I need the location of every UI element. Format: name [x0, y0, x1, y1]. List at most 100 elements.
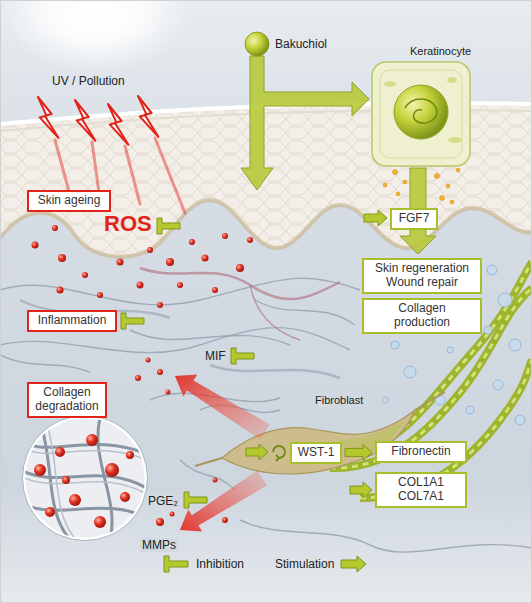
- uv-bolt: [38, 97, 58, 138]
- water-bubbles: [391, 341, 399, 349]
- benefit-box: WST-1: [290, 442, 342, 464]
- box-text: Collagen production: [382, 302, 462, 330]
- inhibition-symbol: [121, 218, 254, 508]
- effect-box: Collagen degradation: [27, 382, 107, 418]
- dermal-fibers: [130, 330, 290, 345]
- ros-particle: [236, 264, 244, 272]
- fgf7-secretion: [456, 168, 460, 172]
- box-text: Skin ageing: [34, 194, 104, 208]
- mif-arrow: [135, 358, 270, 440]
- keratinocyte-cell: [448, 137, 462, 143]
- keratinocyte-cell: [384, 81, 396, 87]
- water-bubbles: [498, 293, 512, 307]
- uv-bolt: [138, 96, 158, 137]
- fgf7-secretion: [396, 192, 400, 196]
- benefit-box: FGF7: [390, 208, 438, 230]
- keratinocyte-cell: [447, 77, 457, 83]
- water-bubbles: [509, 339, 521, 351]
- uv-bolt: [108, 104, 128, 145]
- fgf7-secretion: [450, 200, 454, 204]
- ros-particle: [117, 259, 124, 266]
- keratinocyte-cell: [394, 85, 448, 139]
- box-text: Collagen degradation: [34, 386, 100, 414]
- benefit-box: COL1A1 COL7A1: [375, 472, 467, 508]
- pollution-label: UV / Pollution: [52, 74, 125, 88]
- magnifier-lens: [62, 476, 70, 484]
- pge2-arrow: [180, 470, 267, 531]
- legend-text: Stimulation: [275, 557, 334, 571]
- ros-particle: [166, 258, 174, 266]
- mif-arrow: [166, 390, 171, 395]
- mif-arrow: [157, 369, 163, 375]
- dermal-fibers: [0, 278, 360, 305]
- magnifier-lens: [86, 434, 98, 446]
- stimulation-symbol: [246, 444, 268, 460]
- stimulation-symbol: [364, 210, 387, 226]
- mif-arrow: [135, 375, 141, 381]
- legend-item: Inhibition: [162, 555, 244, 573]
- magnifier-lens: [45, 507, 55, 517]
- uv-ray: [155, 138, 185, 213]
- magnifier-lens: [20, 418, 150, 540]
- blood-vessel: [140, 268, 340, 299]
- pge2-arrow: [222, 517, 228, 523]
- pge2-arrow: [170, 512, 175, 517]
- legend-symbol: [340, 555, 368, 573]
- keratinocyte-cell: [372, 62, 470, 166]
- ros-particle: [147, 247, 153, 253]
- magnifier-lens: [126, 451, 134, 459]
- blood-vessel: [250, 285, 300, 340]
- recycle-icon: [276, 455, 279, 461]
- inhibition-symbol: [164, 556, 188, 572]
- stimulation-symbol: [246, 210, 387, 498]
- ros-particle: [97, 292, 103, 298]
- fgf7-secretion: [440, 196, 445, 201]
- legend-text: Inhibition: [196, 557, 244, 571]
- ros-particle: [58, 254, 66, 262]
- water-bubbles: [382, 397, 388, 403]
- legend-item: Stimulation: [275, 555, 368, 573]
- dermal-fibers: [0, 355, 90, 372]
- blood-vessel: [140, 268, 340, 340]
- bakuchiol-molecule: [245, 32, 269, 56]
- water-bubbles: [487, 265, 497, 275]
- water-bubbles: [447, 347, 453, 353]
- ros-particle: [177, 282, 183, 288]
- fgf7-secretion: [393, 170, 398, 175]
- mif-arrow: [135, 358, 171, 395]
- box-text: COL1A1 COL7A1: [394, 476, 449, 504]
- cell-label: Fibroblast: [313, 394, 365, 407]
- ros-particle: [247, 237, 253, 243]
- magnifier-lens: [20, 416, 150, 541]
- bakuchiol-arrow: [241, 56, 369, 190]
- ros-particle: [52, 225, 58, 231]
- inhibition-symbol: [184, 492, 207, 508]
- dermis: [0, 200, 532, 603]
- box-text: Skin regeneration Wound repair: [369, 262, 475, 290]
- water-bubbles: [515, 415, 525, 425]
- mediator-label: MIF: [203, 349, 228, 363]
- mif-arrow: [146, 358, 151, 363]
- bakuchiol-arrow: [241, 56, 369, 190]
- recycle-icon: [273, 446, 285, 458]
- ros-label: ROS: [104, 211, 152, 237]
- box-text: Inflammation: [34, 314, 110, 328]
- ros-particle: [222, 233, 228, 239]
- uv-ray: [55, 140, 70, 195]
- cell-label: Keratinocyte: [410, 45, 471, 58]
- magnifier-lens: [20, 446, 150, 461]
- keratinocyte-cell: [405, 99, 437, 123]
- effect-box: Skin ageing: [27, 190, 111, 212]
- inhibition-symbol: [231, 348, 254, 364]
- magnifier-lens: [34, 464, 46, 476]
- magnifier-lens: [120, 492, 130, 502]
- dermal-fibers: [240, 520, 532, 552]
- uv-bolt: [75, 100, 95, 141]
- uv-ray: [125, 146, 140, 204]
- dermis: [0, 200, 532, 603]
- ros-particle: [157, 302, 163, 308]
- sky: [0, 0, 190, 74]
- fgf7-secretion: [446, 184, 450, 188]
- pge2-arrow: [156, 518, 164, 526]
